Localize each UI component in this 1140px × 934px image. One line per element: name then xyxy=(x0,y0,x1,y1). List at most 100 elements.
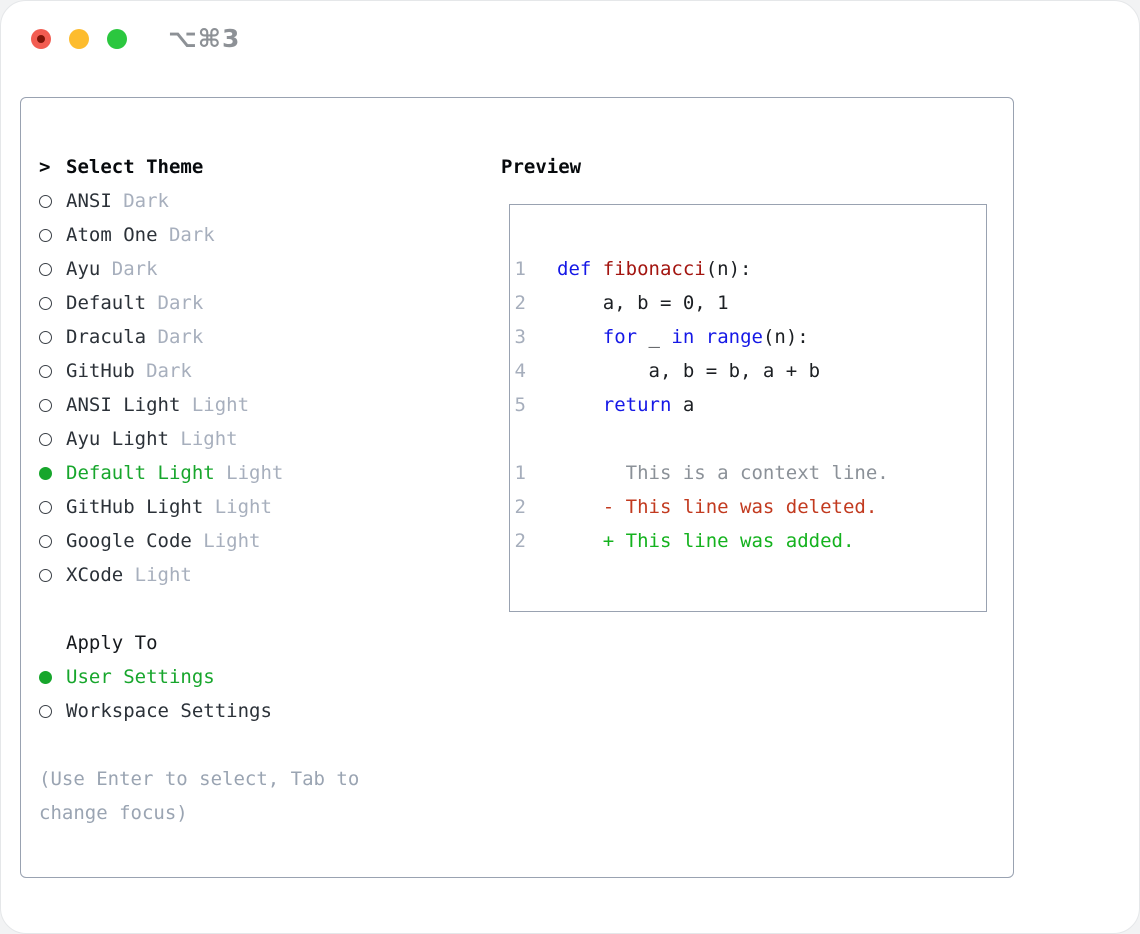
theme-option-dracula[interactable]: Dracula Dark xyxy=(39,320,494,354)
radio-marker xyxy=(39,500,66,514)
radio-selected-icon xyxy=(39,670,52,684)
code-segment-pl: (n): xyxy=(705,258,752,280)
spacer xyxy=(39,592,494,626)
theme-option-default-light[interactable]: Default Light Light xyxy=(39,456,494,490)
radio-icon xyxy=(39,500,52,514)
theme-variant: Dark xyxy=(123,190,169,212)
close-dot-icon xyxy=(37,35,45,43)
radio-icon xyxy=(39,296,52,310)
code-segment-pl xyxy=(557,326,603,348)
code-segment-pl: (n): xyxy=(762,326,809,348)
theme-variant: Light xyxy=(203,530,261,552)
radio-marker xyxy=(39,568,66,582)
theme-name: Dracula xyxy=(66,326,147,348)
code-segment-fn: fibonacci xyxy=(602,258,706,280)
line-content: for _ in range(n): xyxy=(557,320,809,354)
theme-variant: Dark xyxy=(111,258,158,280)
radio-marker xyxy=(39,296,66,310)
theme-option-ansi-light[interactable]: ANSI Light Light xyxy=(39,388,494,422)
radio-icon xyxy=(39,568,52,582)
line-number xyxy=(514,422,526,456)
theme-name: GitHub Light xyxy=(66,496,204,518)
theme-variant: Light xyxy=(134,564,192,586)
preview-line: 5 return a xyxy=(514,388,986,422)
theme-variant: Dark xyxy=(157,292,204,314)
apply-to-header: Apply To xyxy=(39,626,494,660)
radio-marker xyxy=(39,228,66,242)
code-segment-pl: a, b = b, a + b xyxy=(557,360,821,382)
code-segment-kw: in xyxy=(671,326,695,348)
radio-marker xyxy=(39,704,66,718)
preview-line: 2 - This line was deleted. xyxy=(514,490,986,524)
line-number: 1 xyxy=(514,258,526,280)
spacer xyxy=(39,728,494,762)
radio-marker xyxy=(39,330,66,344)
radio-marker xyxy=(39,466,66,480)
line-content: a, b = b, a + b xyxy=(557,354,821,388)
theme-name: XCode xyxy=(66,564,124,586)
theme-name: Ayu Light xyxy=(66,428,169,450)
line-number: 2 xyxy=(514,496,526,518)
line-number: 1 xyxy=(514,462,526,484)
theme-option-xcode[interactable]: XCode Light xyxy=(39,558,494,592)
code-segment-ctx: This is a context line. xyxy=(557,462,889,484)
hint-text: (Use Enter to select, Tab to change focu… xyxy=(39,762,494,830)
minimize-button[interactable] xyxy=(69,29,89,49)
theme-name: Default Light xyxy=(66,462,215,484)
code-segment-pl: _ xyxy=(637,326,672,348)
code-segment-pl: a xyxy=(671,394,695,416)
code-segment-kw: return xyxy=(602,394,672,416)
line-content: This is a context line. xyxy=(557,456,889,490)
preview-line: 1 This is a context line. xyxy=(514,456,986,490)
radio-marker xyxy=(39,534,66,548)
theme-variant: Light xyxy=(214,496,272,518)
maximize-button[interactable] xyxy=(107,29,127,49)
code-segment-pl: a, b = 0, 1 xyxy=(557,292,729,314)
theme-option-github-light[interactable]: GitHub Light Light xyxy=(39,490,494,524)
traffic-lights xyxy=(31,29,127,49)
preview-line: 4 a, b = b, a + b xyxy=(514,354,986,388)
radio-icon xyxy=(39,534,52,548)
theme-name: Ayu xyxy=(66,258,101,280)
apply-option-user-settings[interactable]: User Settings xyxy=(39,660,494,694)
preview-title: Preview xyxy=(501,156,582,178)
theme-variant: Light xyxy=(180,428,238,450)
close-button[interactable] xyxy=(31,29,51,49)
preview-line: 2 + This line was added. xyxy=(514,524,986,558)
apply-option-workspace-settings[interactable]: Workspace Settings xyxy=(39,694,494,728)
theme-name: GitHub xyxy=(66,360,135,382)
code-segment-kw: range xyxy=(705,326,763,348)
line-number: 2 xyxy=(514,292,526,314)
line-number: 4 xyxy=(514,360,526,382)
theme-variant: Dark xyxy=(157,326,204,348)
radio-icon xyxy=(39,704,52,718)
radio-icon xyxy=(39,330,52,344)
theme-option-google-code[interactable]: Google Code Light xyxy=(39,524,494,558)
theme-name: ANSI Light xyxy=(66,394,181,416)
theme-name: Google Code xyxy=(66,530,192,552)
theme-option-ayu-light[interactable]: Ayu Light Light xyxy=(39,422,494,456)
radio-icon xyxy=(39,398,52,412)
hint-line-1: (Use Enter to select, Tab to xyxy=(39,768,360,790)
theme-variant: Light xyxy=(226,462,284,484)
hint-line-2: change focus) xyxy=(39,802,188,824)
apply-option-label: Workspace Settings xyxy=(66,700,272,722)
preview-line: 2 a, b = 0, 1 xyxy=(514,286,986,320)
prompt-chevron-icon: > xyxy=(39,156,51,178)
theme-option-ayu[interactable]: Ayu Dark xyxy=(39,252,494,286)
code-segment-kw: for xyxy=(602,326,638,348)
apply-option-label: User Settings xyxy=(66,666,215,688)
radio-icon xyxy=(39,432,52,446)
radio-marker xyxy=(39,364,66,378)
preview-line xyxy=(514,422,986,456)
titlebar: ⌥⌘3 xyxy=(1,1,1139,77)
theme-variant: Light xyxy=(191,394,250,416)
